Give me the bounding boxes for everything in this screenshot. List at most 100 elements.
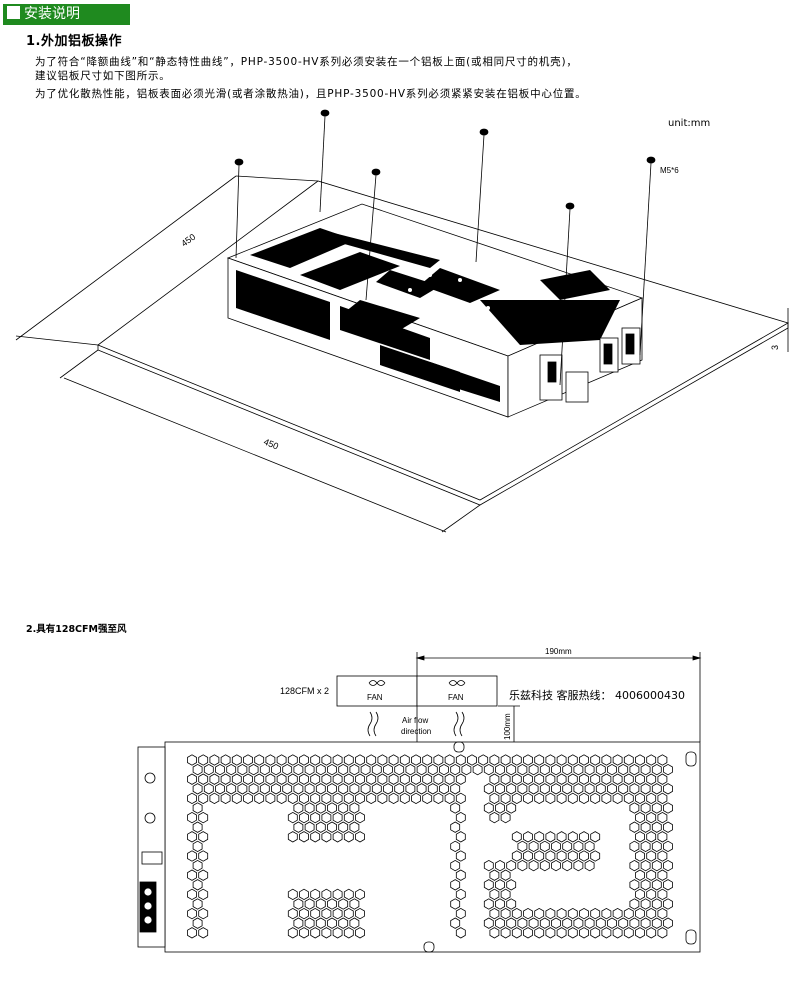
vent-hole <box>355 792 365 805</box>
vent-hole <box>332 773 343 785</box>
vent-hole <box>198 792 209 805</box>
vent-hole <box>646 754 657 766</box>
top-perforation <box>250 228 620 345</box>
vent-hole <box>338 898 349 910</box>
vent-hole <box>439 763 449 776</box>
vent-hole <box>192 898 203 910</box>
vent-hole <box>321 927 332 939</box>
vent-hole <box>635 888 645 901</box>
vent-hole <box>287 831 298 843</box>
vent-hole <box>517 763 528 776</box>
vent-hole <box>315 783 326 795</box>
vent-hole <box>293 898 304 910</box>
vent-hole <box>495 879 505 891</box>
vent-hole <box>511 754 522 766</box>
vent-hole <box>506 859 517 872</box>
vent-hole <box>495 783 505 795</box>
vent-hole <box>433 773 444 785</box>
vent-hole <box>657 888 668 901</box>
vent-hole <box>444 792 455 805</box>
vent-hole <box>528 917 539 929</box>
fan-box-2 <box>416 675 498 707</box>
vent-hole <box>584 917 595 929</box>
vent-hole <box>315 802 326 814</box>
vent-hole <box>646 869 657 881</box>
vent-hole <box>254 792 265 805</box>
vent-hole <box>629 859 640 872</box>
vent-hole <box>293 802 304 814</box>
vent-hole <box>601 773 612 785</box>
vent-hole <box>248 783 259 795</box>
vent-hole <box>511 792 522 805</box>
vent-hole <box>567 754 578 766</box>
vent-hole <box>534 792 545 805</box>
vent-hole <box>455 811 466 824</box>
vent-hole <box>192 917 203 929</box>
vent-hole <box>640 898 651 910</box>
vent-hole <box>545 792 556 805</box>
hotline-text: 乐兹科技 客服热线： 4006000430 <box>509 689 685 702</box>
vent-hole <box>198 831 209 843</box>
section1-title: 1.外加铝板操作 <box>26 34 122 49</box>
vent-hole <box>321 754 332 766</box>
vent-hole <box>321 831 332 843</box>
vent-hole <box>629 917 640 929</box>
fan-label-2: FAN <box>448 693 464 702</box>
vent-hole <box>657 792 668 805</box>
dim-line-side <box>15 175 237 341</box>
vent-hole <box>315 821 326 833</box>
vent-hole <box>595 917 606 929</box>
vent-hole <box>651 917 662 929</box>
vent-hole <box>489 811 500 824</box>
vent-hole <box>405 763 416 776</box>
vent-hole <box>209 754 220 766</box>
vent-hole <box>187 773 197 785</box>
vent-hole <box>198 888 209 901</box>
vent-hole <box>579 831 589 843</box>
vent-hole <box>489 907 500 920</box>
vent-hole <box>411 773 421 785</box>
vent-hole <box>198 927 209 939</box>
vent-hole <box>573 783 584 795</box>
airflow-arrow-icon <box>367 711 379 737</box>
vent-hole <box>198 811 209 824</box>
vent-hole <box>590 754 601 766</box>
vent-hole <box>640 917 651 929</box>
vent-hole <box>584 859 595 872</box>
vent-hole <box>534 773 545 785</box>
vent-hole <box>646 792 657 805</box>
vent-hole <box>523 907 533 920</box>
vent-hole <box>388 754 399 766</box>
vent-hole <box>399 773 410 785</box>
vent-hole <box>338 917 349 929</box>
vent-hole <box>651 840 662 853</box>
vent-hole <box>607 763 617 776</box>
vent-hole <box>629 898 640 910</box>
vent-hole <box>321 792 332 805</box>
vent-hole <box>192 859 203 872</box>
vent-hole <box>427 763 438 776</box>
vent-hole <box>556 754 567 766</box>
vent-hole <box>310 773 321 785</box>
vent-hole <box>259 763 270 776</box>
vent-hole <box>215 783 225 795</box>
vent-hole <box>595 783 606 795</box>
vent-hole <box>545 927 556 939</box>
vent-hole <box>461 763 472 776</box>
vent-hole <box>455 754 466 766</box>
vent-hole <box>489 869 500 881</box>
vent-hole <box>651 802 662 814</box>
vent-hole <box>506 763 517 776</box>
vent-hole <box>399 792 410 805</box>
vent-hole <box>187 754 197 766</box>
vent-hole <box>489 754 500 766</box>
vent-hole <box>383 783 393 795</box>
vent-hole <box>646 907 657 920</box>
vent-hole <box>579 850 589 862</box>
vent-hole <box>567 927 578 939</box>
vent-hole <box>590 792 601 805</box>
vent-hole <box>640 859 651 872</box>
vent-hole <box>215 763 225 776</box>
vent-hole <box>343 754 354 766</box>
vent-hole <box>455 927 466 939</box>
